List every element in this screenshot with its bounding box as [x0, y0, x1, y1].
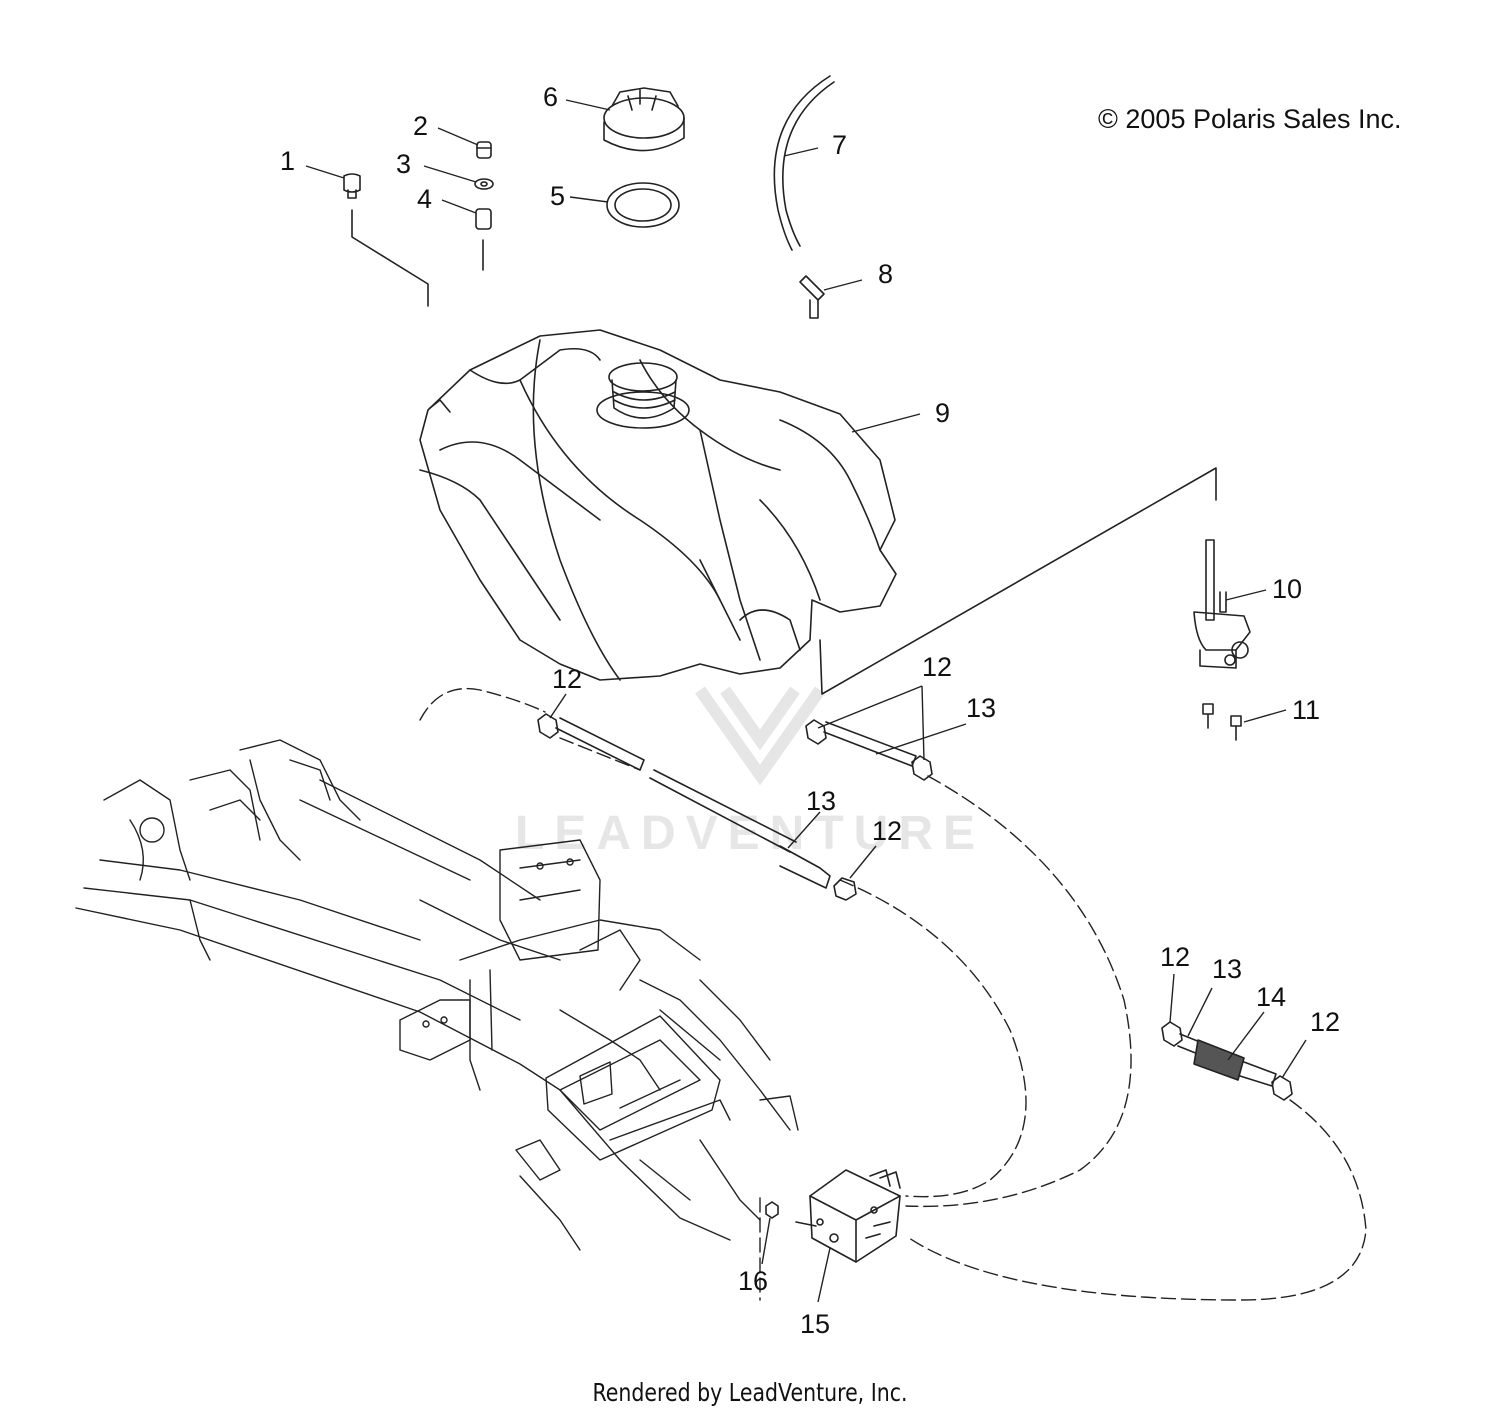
callout-12-d: 12 — [1160, 942, 1190, 972]
leader-lines-tank — [819, 467, 1217, 695]
leadventure-logo-watermark — [695, 686, 825, 786]
fuel-line-routing — [419, 688, 1367, 1301]
callout-10: 10 — [1272, 574, 1302, 604]
callout-2: 2 — [413, 111, 428, 141]
callout-7: 7 — [832, 130, 847, 160]
callout-14: 14 — [1256, 982, 1286, 1012]
callout-12-e: 12 — [1310, 1007, 1340, 1037]
callout-1: 1 — [280, 146, 295, 176]
bushing-part-4 — [475, 208, 492, 271]
callout-13-b: 13 — [806, 786, 836, 816]
screw-part-2 — [476, 141, 492, 159]
vent-fitting-part-8 — [799, 275, 825, 319]
callout-leaders — [305, 99, 1307, 1303]
callout-9: 9 — [935, 398, 950, 428]
filter-hose-assembly — [1161, 1021, 1293, 1101]
hose-run-right — [805, 719, 933, 781]
copyright-notice: © 2005 Polaris Sales Inc. — [1098, 104, 1402, 134]
fuel-pump-part-15 — [795, 1169, 901, 1263]
callout-12-c: 12 — [872, 816, 902, 846]
callout-16: 16 — [738, 1266, 768, 1296]
callout-6: 6 — [543, 82, 558, 112]
fuel-tank-part-9 — [419, 329, 897, 681]
callout-11: 11 — [1292, 695, 1320, 725]
gasket-part-5 — [606, 182, 680, 228]
callout-12-a: 12 — [552, 664, 582, 694]
callout-labels: 1 2 3 4 5 6 7 8 9 10 11 12 13 12 12 13 1… — [280, 82, 1340, 1339]
callout-15: 15 — [800, 1309, 830, 1339]
callout-13-a: 13 — [966, 693, 996, 723]
callout-13-c: 13 — [1212, 954, 1242, 984]
callout-12-b: 12 — [922, 652, 952, 682]
callout-8: 8 — [878, 259, 893, 289]
vent-hose-part-7 — [773, 75, 835, 251]
fuel-cap-part-6 — [603, 87, 685, 152]
render-credit: Rendered by LeadVenture, Inc. — [592, 1378, 908, 1407]
fuel-valve-part-10 — [1193, 539, 1251, 669]
vehicle-frame — [75, 739, 799, 1251]
callout-5: 5 — [550, 181, 565, 211]
washer-part-3 — [474, 178, 494, 190]
screws-part-11 — [1202, 703, 1242, 741]
callout-4: 4 — [417, 184, 432, 214]
bolt-part-1 — [343, 173, 429, 307]
callout-3: 3 — [396, 149, 411, 179]
nut-part-16 — [765, 1201, 779, 1219]
hose-run-left — [537, 713, 857, 901]
